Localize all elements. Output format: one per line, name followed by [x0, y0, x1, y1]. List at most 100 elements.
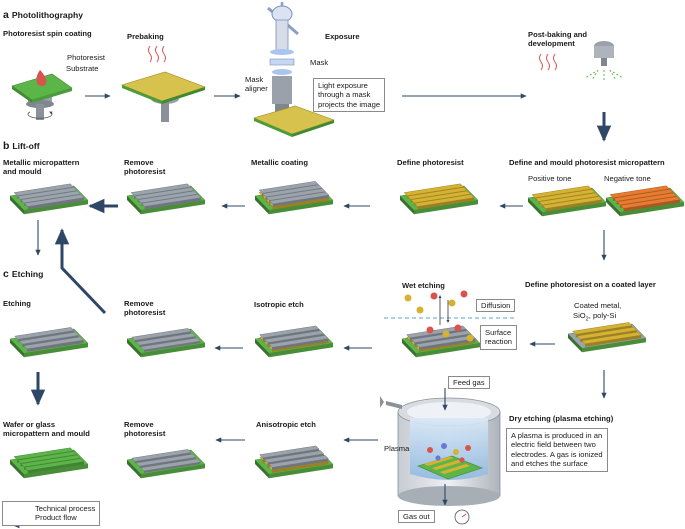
chip-cap: [406, 325, 467, 339]
step-spin-coating: Photoresist spin coating: [3, 29, 92, 38]
chip-cap-side: [419, 338, 476, 350]
chip-cap: [258, 181, 319, 194]
chip-line-side: [134, 331, 192, 343]
chip-cap: [259, 445, 320, 459]
chip-edge: [414, 200, 478, 215]
step-define-mould: Define and mould photoresist micropatter…: [509, 158, 665, 167]
chip-edge: [24, 464, 88, 479]
chip-edge: [141, 343, 205, 358]
chip-line: [20, 190, 81, 204]
label-coated-l1: Coated metal,: [574, 301, 622, 310]
chip-line-side: [27, 340, 84, 352]
label-photoresist: Photoresist: [67, 53, 105, 62]
surface-reaction-label: Surface reaction: [480, 325, 518, 350]
chip-line: [410, 190, 471, 204]
step-exposure: Exposure: [325, 32, 360, 41]
chip-cap: [265, 188, 326, 201]
step-wafer-l1: Wafer or glass: [3, 420, 56, 429]
chip-line-side: [27, 461, 84, 474]
chip-cap: [268, 335, 329, 348]
label-negative-tone: Negative tone: [604, 174, 651, 183]
chip-line: [131, 449, 192, 462]
label-mask: Mask: [310, 58, 329, 67]
chip-line-side: [139, 457, 196, 469]
chip-edge: [127, 460, 141, 479]
chip-cap: [263, 450, 325, 463]
chip-line: [581, 331, 642, 345]
chip-cap: [415, 335, 476, 348]
legend-product: Product flow: [35, 513, 77, 523]
chip-line: [542, 196, 603, 209]
step-remove-photoresist-1-l1: Remove: [124, 158, 154, 167]
chip-line: [13, 447, 74, 461]
chip-line-side: [272, 461, 329, 473]
chip-line-side: [144, 341, 201, 352]
chip-line: [135, 332, 197, 346]
chip-line: [613, 189, 674, 202]
chip-line: [576, 326, 638, 340]
chip-edge: [269, 464, 333, 479]
chip-line: [140, 337, 201, 351]
step-remove-photoresist-1-l2: photoresist: [124, 167, 166, 176]
step-remove-photoresist-3-l2: photoresist: [124, 429, 166, 438]
mask-aligner-illustration: [253, 2, 335, 137]
chip-edge: [10, 339, 24, 358]
chip-edge: [582, 338, 646, 353]
legend-technical: Technical process: [35, 504, 96, 513]
chip-line: [13, 183, 74, 197]
chip-line: [17, 451, 78, 464]
step-anisotropic-etch: Anisotropic etch: [256, 420, 316, 429]
chip-edge: [542, 202, 606, 217]
legend: Technical process Product flow: [2, 501, 101, 526]
step-post-baking-l2: development: [528, 39, 575, 48]
spin-coater-illustration: [11, 70, 73, 120]
chip-line: [609, 185, 670, 199]
label-positive-tone: Positive tone: [528, 174, 572, 183]
chip-cap: [263, 330, 325, 343]
chip-line-side: [134, 452, 192, 464]
step-metallic-coating: Metallic coating: [251, 158, 308, 167]
label-substrate: Substrate: [66, 64, 99, 73]
plasma-chamber-illustration: [380, 396, 501, 525]
chip-line: [14, 327, 75, 340]
chip-edge: [269, 343, 333, 358]
chip-line: [140, 458, 201, 472]
gas-out-label: Gas out: [398, 510, 435, 524]
chip-line: [535, 189, 596, 202]
chip-edge: [10, 460, 24, 479]
chip-edge: [141, 200, 205, 215]
chip-line-side: [272, 197, 329, 210]
chip-edge: [255, 196, 269, 215]
chip-line-side: [545, 199, 602, 212]
product-flow-arrows: [3, 112, 612, 529]
chip-line-side: [417, 197, 474, 210]
chip-line: [24, 458, 85, 471]
chip-cap: [268, 455, 329, 468]
chip-line-side: [27, 197, 84, 210]
step-wafer-l2: micropattern and mould: [3, 429, 90, 438]
step-metallic-micropattern-l2: and mould: [3, 167, 42, 176]
chip-line: [414, 194, 475, 207]
label-coated-l2: SiO2, poly-Si: [573, 311, 617, 323]
step-define-coated: Define photoresist on a coated layer: [525, 280, 656, 289]
chip-line-side: [144, 462, 201, 473]
chip-edge: [400, 196, 414, 215]
chip-line: [141, 194, 202, 207]
chip-cap-side: [272, 458, 329, 470]
plasma-callout: A plasma is produced in an electric fiel…: [506, 428, 608, 472]
chip-edge: [255, 339, 269, 358]
chip-line: [407, 187, 468, 200]
chip-line: [134, 187, 195, 200]
chip-line-side: [623, 199, 680, 212]
exposure-callout: Light exposure through a mask projects t…: [313, 78, 386, 113]
label-mask-aligner-l1: Mask: [245, 75, 264, 84]
chip-illustrations: [9, 181, 685, 479]
step-remove-photoresist-2-l2: photoresist: [124, 308, 166, 317]
chip-line: [572, 322, 633, 335]
diffusion-label: Diffusion: [476, 299, 516, 313]
step-remove-photoresist-3-l1: Remove: [124, 420, 154, 429]
chip-line: [135, 453, 197, 467]
step-prebaking: Prebaking: [127, 32, 164, 41]
